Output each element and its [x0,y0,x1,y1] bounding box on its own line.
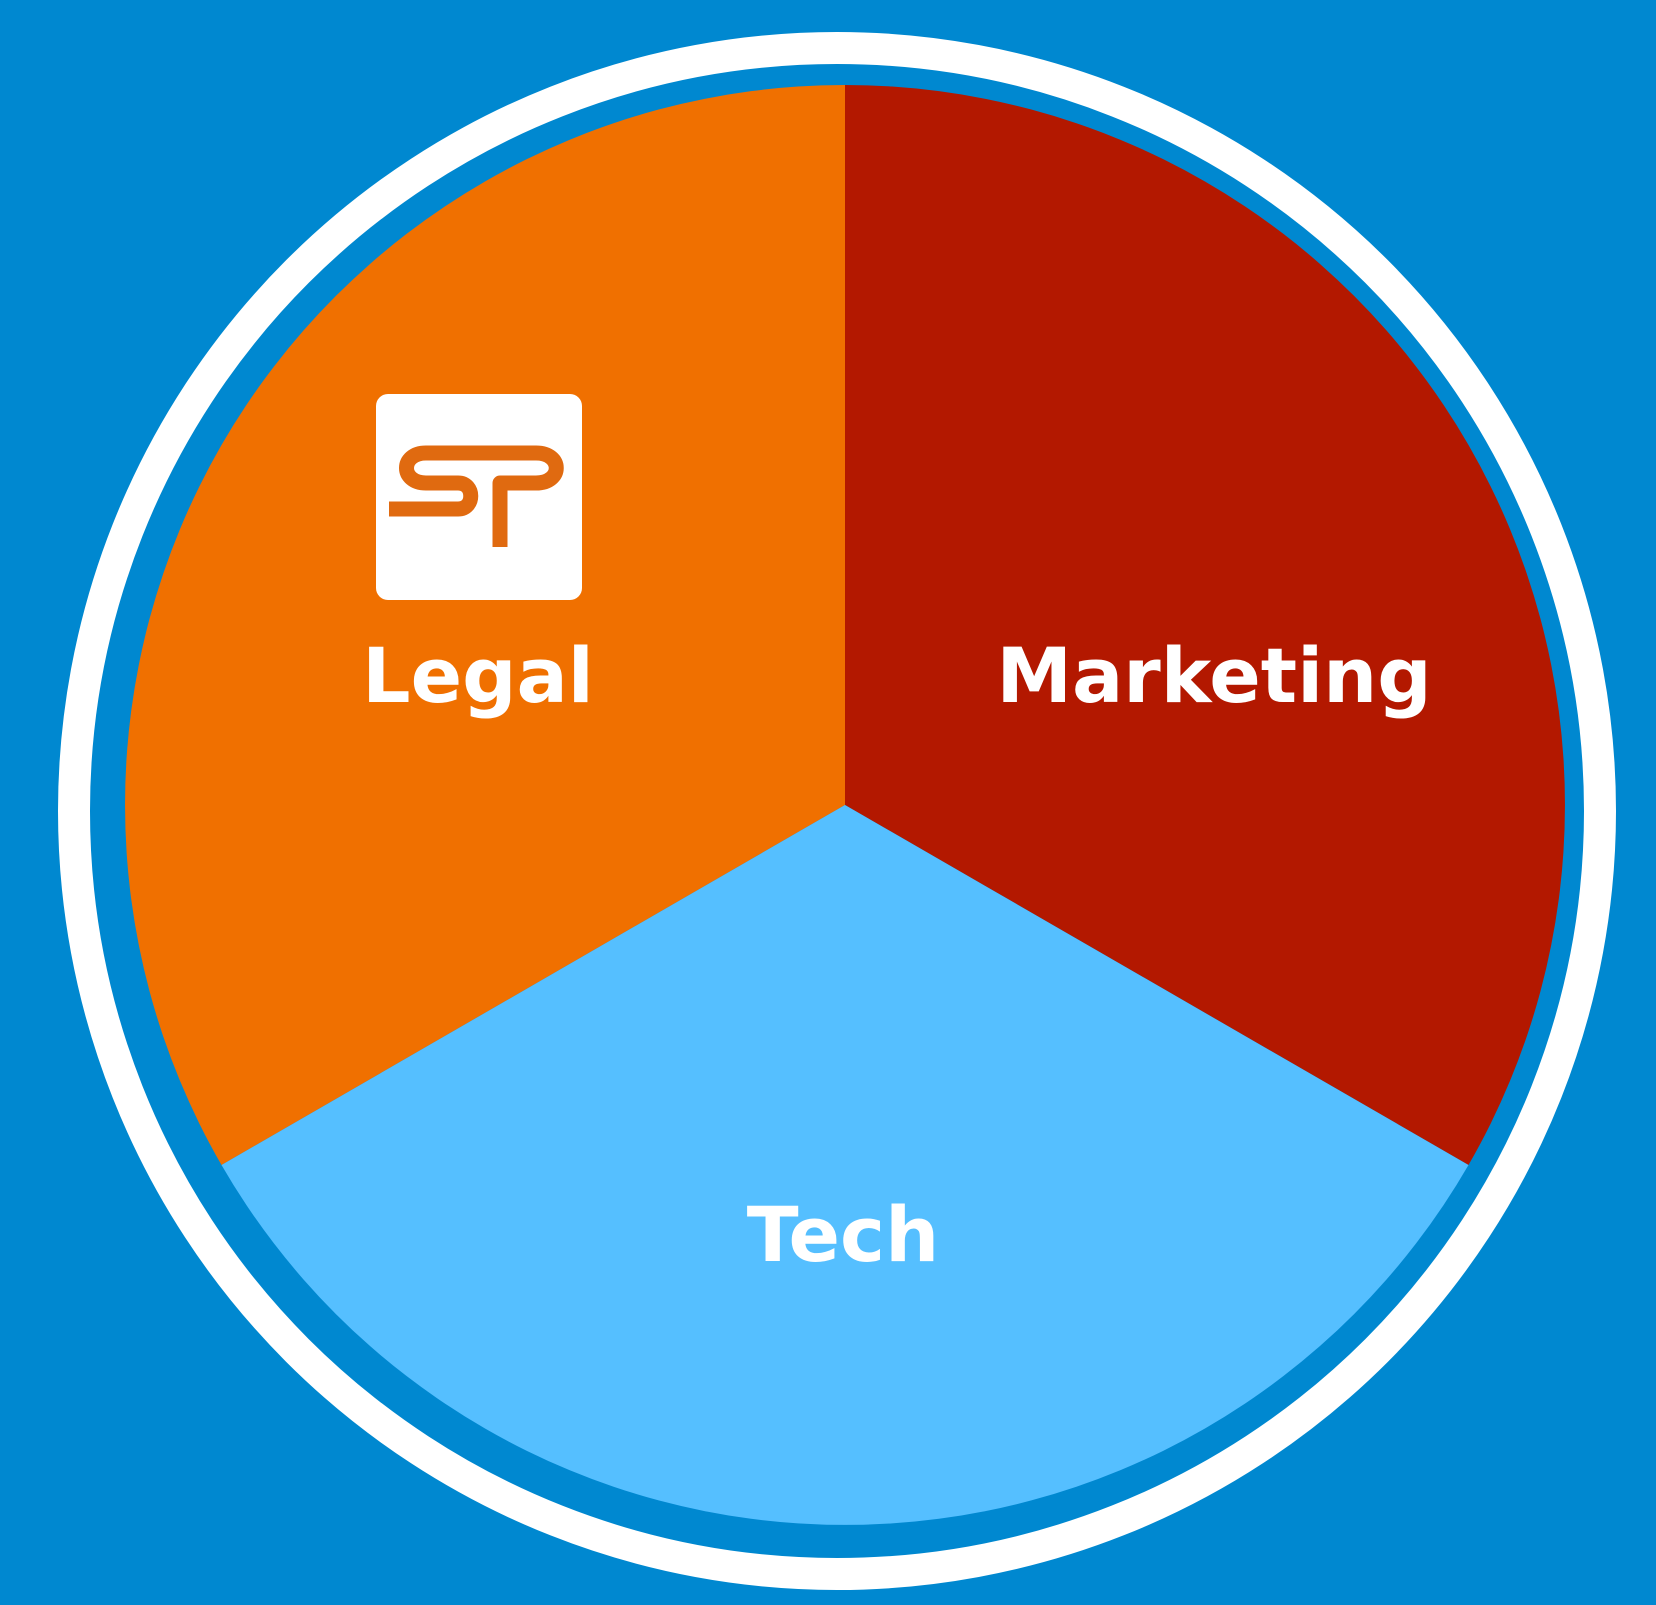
segment-marketing [845,85,1565,1165]
logo-background [376,394,582,600]
sp-logo-icon [389,445,564,547]
logo-letter-s [389,445,479,517]
logo-letter-p [471,445,564,547]
sp-logo [376,394,582,600]
pie-segments [125,85,1565,1525]
segment-tech [221,805,1469,1525]
segment-label-tech: Tech [747,1190,939,1279]
segment-label-legal: Legal [362,631,594,720]
segment-legal [125,85,845,1165]
segment-label-marketing: Marketing [996,631,1431,720]
outer-ring [58,32,1616,1590]
